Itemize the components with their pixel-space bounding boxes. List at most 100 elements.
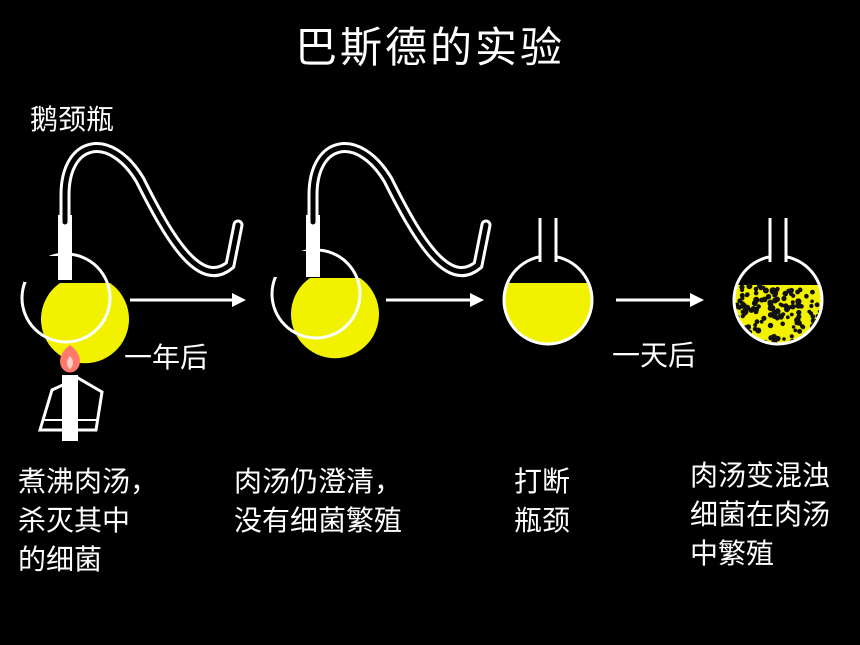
bacterium-dot <box>736 337 743 343</box>
bacterium-dot <box>742 335 748 341</box>
bacterium-dot <box>756 304 761 309</box>
bacterium-dot <box>739 337 744 342</box>
bacterium-dot <box>759 297 765 303</box>
flask-neck <box>58 215 72 280</box>
arrow-3 <box>616 293 704 307</box>
bacterium-dot <box>804 294 809 299</box>
bacterium-dot <box>778 302 783 307</box>
bacterium-dot <box>815 336 821 343</box>
gooseneck-flask-after-year <box>270 142 492 359</box>
contaminated-flask <box>732 218 824 346</box>
bacterium-dot <box>810 289 815 295</box>
lamp-wick <box>62 375 78 441</box>
bacterium-dot <box>814 330 819 335</box>
bacterium-dot <box>739 334 745 340</box>
bacterium-dot <box>782 337 786 341</box>
bacterium-dot <box>752 326 758 332</box>
bacterium-dot <box>807 309 812 314</box>
caption-break-neck: 打断 瓶颈 <box>514 465 571 537</box>
bacterium-dot <box>817 332 821 339</box>
bacterium-dot <box>775 309 781 315</box>
bacterium-dot <box>818 322 821 327</box>
bacterium-dot <box>780 321 785 327</box>
caption-clear: 肉汤仍澄清， 没有细菌繁殖 <box>234 465 403 537</box>
bacterium-dot <box>777 313 784 320</box>
bacterium-dot <box>797 328 803 334</box>
bacterium-dot <box>793 328 798 333</box>
bacterium-dot <box>775 335 781 342</box>
bacterium-dot <box>735 327 739 333</box>
bacterium-dot <box>742 303 747 307</box>
lamp-stand <box>37 376 104 432</box>
broth-clear <box>41 283 130 364</box>
gooseneck-tube <box>307 142 492 277</box>
bacterium-dot <box>789 334 794 339</box>
bacterium-dot <box>735 329 739 335</box>
bacterium-dot <box>789 312 794 317</box>
arrow-1 <box>130 293 246 307</box>
bacterium-dot <box>752 306 756 311</box>
bacterium-dot <box>796 309 802 316</box>
bacterium-dot <box>740 309 746 315</box>
step-label-after-year: 一年后 <box>124 341 209 374</box>
bacterium-dot <box>783 303 789 309</box>
bacterium-dot <box>768 335 774 341</box>
bacterium-dot <box>772 292 778 298</box>
bacterium-dot <box>735 340 738 343</box>
bacterium-dot <box>771 339 778 343</box>
gooseneck-flask-label: 鹅颈瓶 <box>30 103 115 136</box>
bacterium-dot <box>790 303 796 310</box>
bacterium-dot <box>810 314 816 319</box>
broth-clear <box>291 278 379 359</box>
bacterium-dot <box>767 305 774 312</box>
bacterium-dot <box>796 314 802 320</box>
bacterium-dot <box>782 290 789 297</box>
bacterium-dot <box>753 323 758 327</box>
bacterium-dot <box>759 319 764 324</box>
bacterium-dot <box>797 287 803 293</box>
bacterium-dot <box>753 290 759 296</box>
step-label-after-day: 一天后 <box>612 339 697 372</box>
bacterium-dot <box>810 318 816 324</box>
bacterium-dot <box>740 314 745 319</box>
bacterium-dot <box>740 287 745 293</box>
bacterium-dot <box>790 300 795 305</box>
gooseneck-tube <box>59 142 244 277</box>
bacterium-dot <box>785 315 790 320</box>
bacterium-dot <box>761 285 766 290</box>
bacterium-dot <box>814 302 820 308</box>
bacterium-dot <box>737 298 743 304</box>
caption-boil: 煮沸肉汤， 杀灭其中 的细菌 <box>18 465 159 576</box>
bacterium-dot <box>757 283 762 289</box>
bacterium-dot <box>754 319 760 325</box>
bacterium-dot <box>736 304 742 310</box>
broken-neck-flask <box>502 218 594 346</box>
bacterium-dot <box>761 315 767 321</box>
bacterium-dot <box>781 295 787 302</box>
bacterium-dot <box>735 320 738 324</box>
caption-turbid: 肉汤变混浊 细菌在肉汤 中繁殖 <box>690 459 831 570</box>
bacterium-dot <box>772 334 777 339</box>
page-title: 巴斯德的实验 <box>294 23 565 72</box>
flask-neck <box>306 215 320 277</box>
bacterium-dot <box>815 329 821 336</box>
bacterium-dot <box>746 336 752 343</box>
bacterium-dot <box>800 324 805 329</box>
bacterium-dot <box>809 303 814 309</box>
gooseneck-flask-heated <box>20 142 244 364</box>
bacterium-dot <box>767 301 774 307</box>
bacterium-dot <box>791 293 796 298</box>
bacterium-dot <box>772 297 778 304</box>
bacterium-dot <box>771 313 778 319</box>
bacterium-dot <box>809 338 814 343</box>
bacterium-dot <box>795 302 800 307</box>
alcohol-lamp <box>37 345 104 441</box>
bacterium-dot <box>753 296 760 303</box>
bacterium-dot <box>745 292 750 297</box>
bacterium-dot <box>753 286 759 292</box>
bacterium-dot <box>791 325 796 329</box>
bacterium-dot <box>767 322 774 329</box>
bacterium-dot <box>810 299 814 304</box>
arrow-2 <box>386 293 484 307</box>
